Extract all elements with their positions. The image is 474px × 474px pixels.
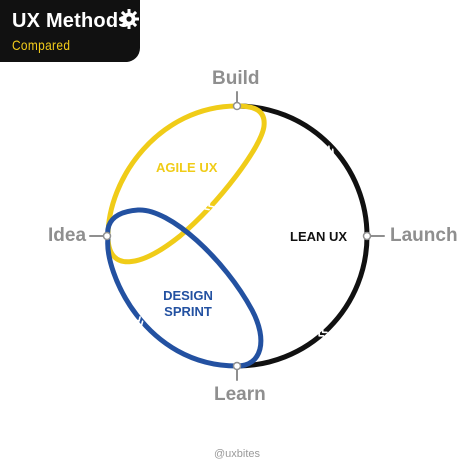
agile-ux-label: AGILE UX: [156, 160, 218, 175]
learn-label: Learn: [214, 384, 266, 405]
design-sprint-label: DESIGN SPRINT: [160, 288, 216, 320]
header-subtitle: Compared: [12, 37, 71, 53]
chevron-icon: [209, 264, 220, 275]
chevron-icon: [139, 133, 150, 144]
chevron-icon: [134, 316, 144, 327]
footer-handle: @uxbites: [213, 448, 261, 460]
chevron-icon: [324, 145, 334, 155]
design-sprint-label-line1: DESIGN: [163, 288, 213, 303]
design-sprint-label-line2: SPRINT: [164, 304, 212, 319]
header-banner: UX Methods Compared: [0, 0, 140, 62]
agile-ux-loop: [105, 103, 267, 265]
header-title: UX Methods: [12, 10, 130, 32]
learn-node: [232, 361, 242, 371]
idea-node: [102, 231, 112, 241]
lean-ux-label: LEAN UX: [290, 229, 348, 244]
launch-node: [362, 231, 372, 241]
chevron-icon: [318, 327, 328, 337]
build-node: [232, 101, 242, 111]
idea-label: Idea: [48, 225, 87, 246]
cog-icon: [119, 9, 139, 29]
design-sprint-loop: [105, 207, 264, 369]
launch-label: Launch: [390, 225, 458, 246]
chevron-icon: [204, 201, 214, 211]
build-label: Build: [212, 68, 260, 89]
